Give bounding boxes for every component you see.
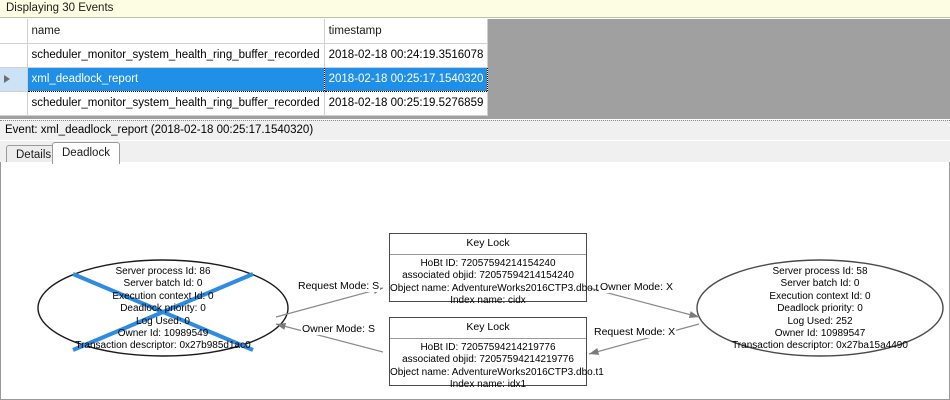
table-row[interactable]: scheduler_monitor_system_health_ring_buf… [0, 43, 489, 68]
table-row-selected[interactable]: xml_deadlock_report 2018-02-18 00:25:17.… [0, 66, 489, 92]
lock-top-body: HoBt ID: 72057594214154240 associated ob… [390, 258, 604, 308]
cell-name[interactable]: scheduler_monitor_system_health_ring_buf… [27, 91, 325, 116]
edge-label-bottom-owner-left: Owner Mode: S [301, 323, 376, 335]
process-node-right-ellipse[interactable] [696, 259, 944, 357]
cell-timestamp[interactable]: 2018-02-18 00:25:19.5276859 [324, 91, 489, 116]
lock-top-line-2: Object name: AdventureWorks2016CTP3.dbo.… [390, 282, 604, 294]
deadlock-graph-svg [37, 259, 944, 357]
edge-label-left-request-top: Request Mode: S [297, 280, 381, 292]
table-header-row: name timestamp [0, 19, 489, 44]
displaying-events-banner: Displaying 30 Events [0, 0, 950, 18]
edge-label-top-owner-right: Owner Mode: X [599, 281, 674, 293]
lock-bottom-line-1: associated objid: 72057594214219776 [402, 354, 574, 366]
tab-strip: Details Deadlock [0, 141, 950, 164]
cell-name[interactable]: scheduler_monitor_system_health_ring_buf… [27, 43, 325, 68]
lock-bottom-divider [390, 338, 586, 339]
row-selector-arrow-icon [4, 74, 10, 83]
events-grid[interactable]: name timestamp scheduler_monitor_system_… [0, 19, 950, 119]
table-row[interactable]: scheduler_monitor_system_health_ring_buf… [0, 91, 489, 116]
lock-bottom-title: Key Lock [466, 321, 510, 333]
deadlock-graph-pane[interactable]: Server process Id: 86 Server batch Id: 0… [0, 162, 950, 400]
cell-timestamp[interactable]: 2018-02-18 00:25:17.1540320 [323, 66, 489, 92]
cell-timestamp[interactable]: 2018-02-18 00:24:19.3516078 [324, 43, 489, 68]
lock-bottom-line-2: Object name: AdventureWorks2016CTP3.dbo.… [390, 366, 604, 378]
row-selector-cell[interactable] [0, 67, 28, 92]
event-detail-title: Event: xml_deadlock_report (2018-02-18 0… [5, 124, 314, 136]
row-selector-cell[interactable] [0, 43, 28, 68]
banner-label: Displaying 30 Events [6, 2, 114, 14]
events-table[interactable]: name timestamp scheduler_monitor_system_… [0, 19, 489, 116]
column-header-selector[interactable] [0, 19, 28, 44]
event-detail-header: Event: xml_deadlock_report (2018-02-18 0… [0, 120, 950, 140]
lock-top-title: Key Lock [466, 237, 510, 249]
lock-bottom-line-0: HoBt ID: 72057594214219776 [420, 342, 556, 353]
lock-top-line-0: HoBt ID: 72057594214154240 [420, 258, 556, 269]
lock-bottom-body: HoBt ID: 72057594214219776 associated ob… [390, 342, 604, 392]
resource-node-key-lock-top[interactable]: Key Lock HoBt ID: 72057594214154240 asso… [389, 233, 604, 306]
edge-label-right-request-bottom: Request Mode: X [593, 326, 677, 338]
edge-left-request-top [275, 287, 384, 318]
lock-top-divider [390, 254, 586, 255]
row-selector-cell[interactable] [0, 91, 28, 116]
column-header-timestamp[interactable]: timestamp [324, 19, 489, 44]
cell-name[interactable]: xml_deadlock_report [26, 66, 325, 92]
tab-deadlock[interactable]: Deadlock [52, 142, 120, 164]
deadlock-victim-x-icon [72, 272, 254, 352]
edge-right-request-bottom [588, 323, 700, 355]
lock-top-line-1: associated objid: 72057594214154240 [402, 270, 574, 282]
column-header-name[interactable]: name [27, 19, 325, 44]
resource-node-key-lock-bottom[interactable]: Key Lock HoBt ID: 72057594214219776 asso… [389, 317, 604, 390]
edge-bottom-owner-left [275, 322, 384, 353]
